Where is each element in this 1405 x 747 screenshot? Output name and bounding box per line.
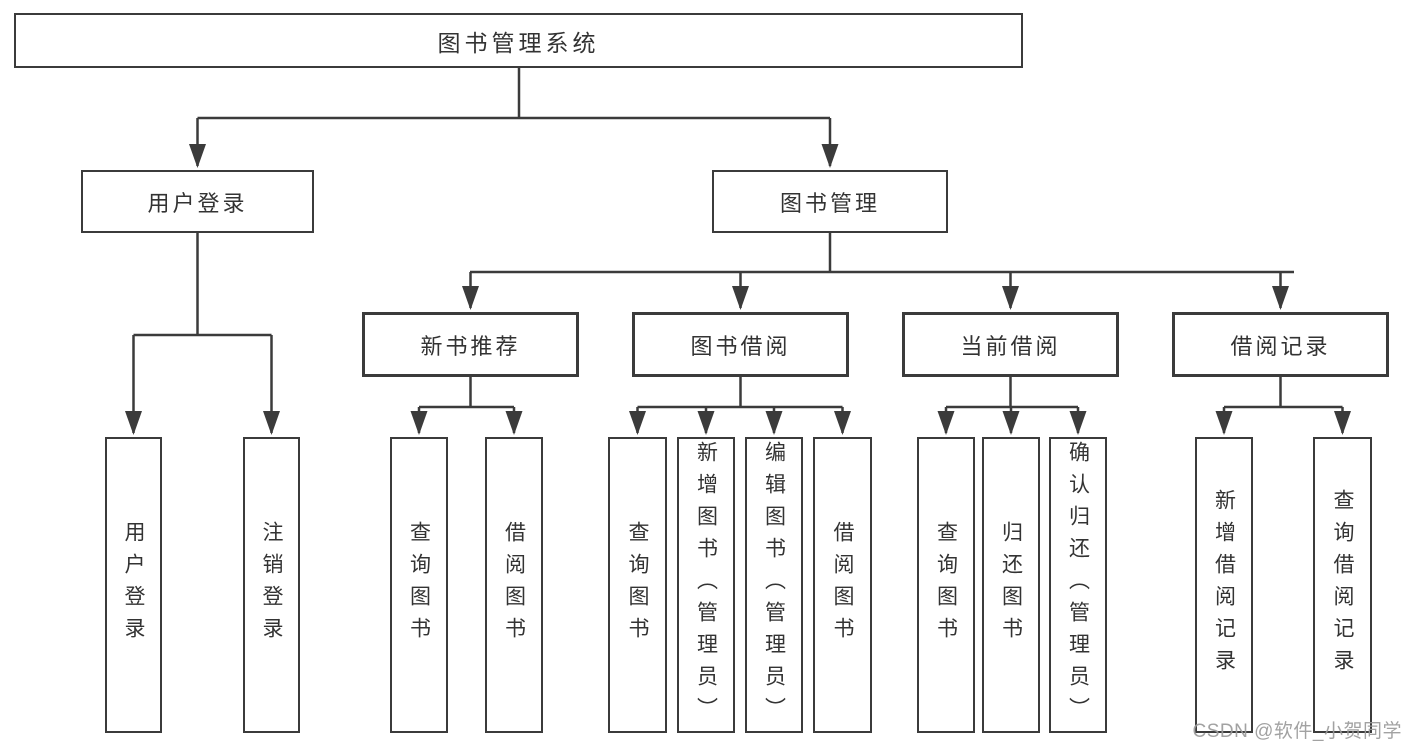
leaf-query-books-borrowing: 查询图书 [608,437,667,733]
node-label: 用户登录 [122,521,145,649]
node-label: 查询图书 [626,521,649,649]
node-label: 图书管理系统 [437,29,600,56]
node-label: 查询图书 [934,521,958,649]
leaf-confirm-return-admin: 确认归还（管理员） [1049,437,1107,733]
node-label: 新增图书（管理员） [694,441,718,729]
leaf-query-books-recommendation: 查询图书 [390,437,448,733]
node-label: 图书管理 [779,190,880,216]
node-label: 借阅图书 [502,521,526,649]
node-label: 确认归还（管理员） [1066,441,1090,729]
node-book-management: 图书管理 [712,170,948,233]
leaf-return-books: 归还图书 [982,437,1040,733]
node-label: 借阅图书 [831,521,854,649]
node-label: 编辑图书（管理员） [762,441,786,729]
node-label: 注销登录 [260,521,283,649]
node-user-login: 用户登录 [81,170,314,233]
node-label: 新书推荐 [420,333,521,359]
node-library-management-system: 图书管理系统 [14,13,1023,68]
node-label: 用户登录 [147,190,248,216]
node-new-book-recommendation: 新书推荐 [362,312,579,377]
node-borrowing-records: 借阅记录 [1172,312,1389,377]
leaf-query-borrow-record: 查询借阅记录 [1313,437,1372,733]
leaf-user-login: 用户登录 [105,437,162,733]
leaf-borrow-books-borrowing: 借阅图书 [813,437,872,733]
leaf-query-books-current: 查询图书 [917,437,975,733]
node-label: 当前借阅 [960,333,1061,359]
node-label: 查询图书 [407,521,431,649]
node-book-borrowing: 图书借阅 [632,312,849,377]
leaf-add-books-admin: 新增图书（管理员） [677,437,735,733]
node-label: 查询借阅记录 [1331,489,1354,681]
leaf-borrow-books-recommendation: 借阅图书 [485,437,543,733]
node-label: 图书借阅 [690,333,791,359]
leaf-logout: 注销登录 [243,437,300,733]
leaf-add-borrow-record: 新增借阅记录 [1195,437,1253,733]
node-label: 借阅记录 [1230,333,1331,359]
node-label: 新增借阅记录 [1212,489,1236,681]
node-current-borrowing: 当前借阅 [902,312,1119,377]
node-label: 归还图书 [999,521,1023,649]
leaf-edit-books-admin: 编辑图书（管理员） [745,437,803,733]
csdn-watermark: CSDN @软件_小贺同学 [1192,721,1402,742]
